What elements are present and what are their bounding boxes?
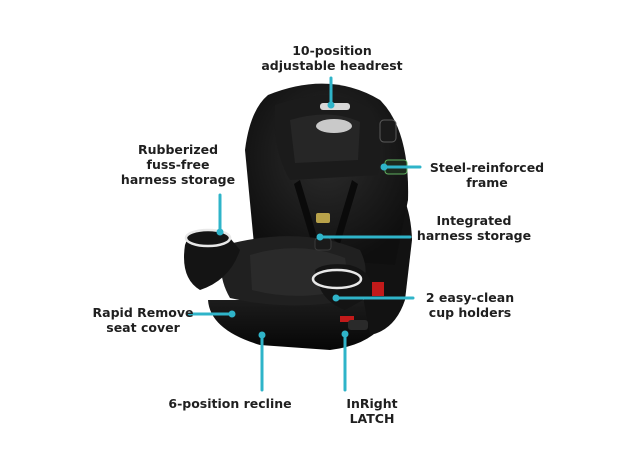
label-headrest: 10-position adjustable headrest: [261, 43, 403, 73]
frame-badge-icon: [379, 119, 397, 143]
latch-connector-icon: [348, 320, 368, 330]
callout-dot-frame: [380, 163, 388, 171]
label-frame: Steel-reinforced frame: [429, 160, 545, 190]
label-fuss-free: Rubberized fuss-free harness storage: [120, 142, 236, 187]
callout-dot-fuss-free: [216, 228, 224, 236]
callout-dot-cup: [332, 294, 340, 302]
buckle-icon: [314, 237, 332, 251]
label-seat-cover: Rapid Remove seat cover: [92, 305, 194, 335]
label-latch: InRight LATCH: [346, 396, 398, 426]
callout-dot-cover: [228, 310, 236, 318]
label-recline: 6-position recline: [168, 396, 292, 411]
callout-dot-harness: [316, 233, 324, 241]
chest-clip-icon: [316, 213, 330, 223]
graco-logo-icon: [316, 119, 352, 133]
callout-dot-headrest: [327, 101, 335, 109]
right-cup-holder: [311, 268, 363, 290]
callout-dot-recline: [258, 331, 266, 339]
headrest-handle-icon: [320, 103, 350, 110]
label-cup-holders: 2 easy-clean cup holders: [425, 290, 515, 320]
label-harness-storage: Integrated harness storage: [416, 213, 532, 243]
callout-dot-latch: [341, 330, 349, 338]
